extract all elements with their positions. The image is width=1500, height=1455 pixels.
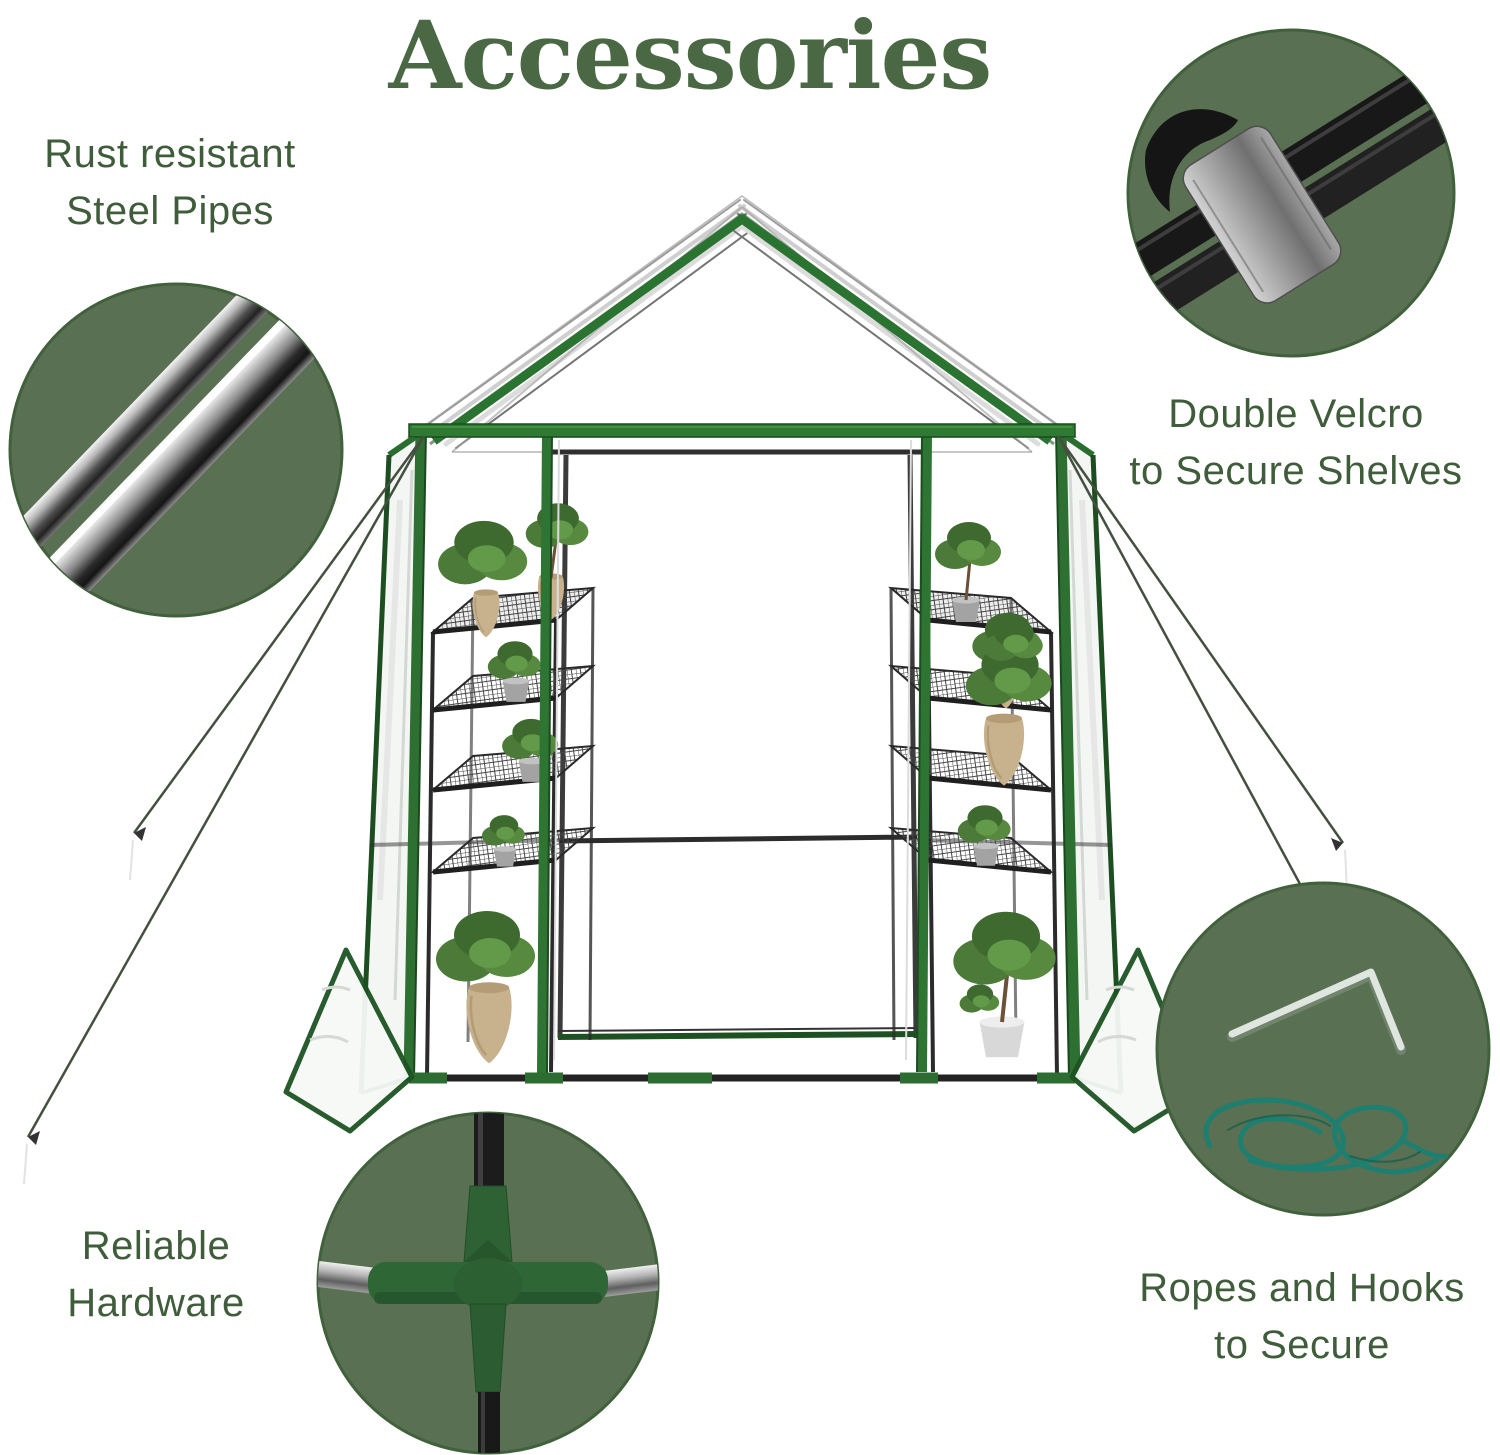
hardware-label: Reliable Hardware [10, 1218, 302, 1332]
door-right-post [917, 432, 932, 1073]
velcro-label-line1: Double Velcro [1168, 392, 1424, 436]
callout-circle-ropes-hooks [1155, 881, 1491, 1217]
page-title: Accessories [388, 1, 993, 111]
ground-hook-icon [1228, 968, 1405, 1051]
velcro-label: Double Velcro to Secure Shelves [1098, 386, 1494, 500]
hardware-label-line2: Hardware [67, 1281, 245, 1325]
roof [406, 195, 1078, 453]
door-left-post [537, 432, 552, 1074]
ropes-hooks-label-line1: Ropes and Hooks [1139, 1266, 1465, 1310]
eave-bar [408, 423, 1076, 438]
pipe-connector-photo [318, 1113, 658, 1453]
steel-pipes-label: Rust resistant Steel Pipes [8, 126, 332, 240]
velcro-label-line2: to Secure Shelves [1129, 449, 1463, 493]
right-plants [935, 522, 1056, 1058]
guy-ropes [23, 435, 1348, 1185]
front-frame [403, 423, 1081, 1079]
ropes-hooks-label-line2: to Secure [1214, 1323, 1390, 1367]
steel-pipe-photo [10, 284, 342, 616]
ropes-hooks-label: Ropes and Hooks to Secure [1108, 1260, 1496, 1374]
callout-circle-velcro [1126, 28, 1456, 358]
velcro-strap-photo [1128, 36, 1454, 347]
steel-pipes-label-line1: Rust resistant [44, 132, 296, 176]
steel-pipes-label-line2: Steel Pipes [66, 189, 274, 233]
hardware-label-line1: Reliable [81, 1224, 231, 1268]
right-shelf-rack [888, 522, 1059, 1077]
ground-skirts [283, 947, 1201, 1134]
roof-green-trim [431, 214, 1053, 445]
callout-circle-hardware [316, 1111, 660, 1455]
rope-coil-icon [1203, 1097, 1449, 1175]
left-shelf-rack [425, 503, 596, 1077]
rope-and-hook-photo [1203, 968, 1449, 1175]
callout-circle-steel-pipes [8, 282, 344, 618]
